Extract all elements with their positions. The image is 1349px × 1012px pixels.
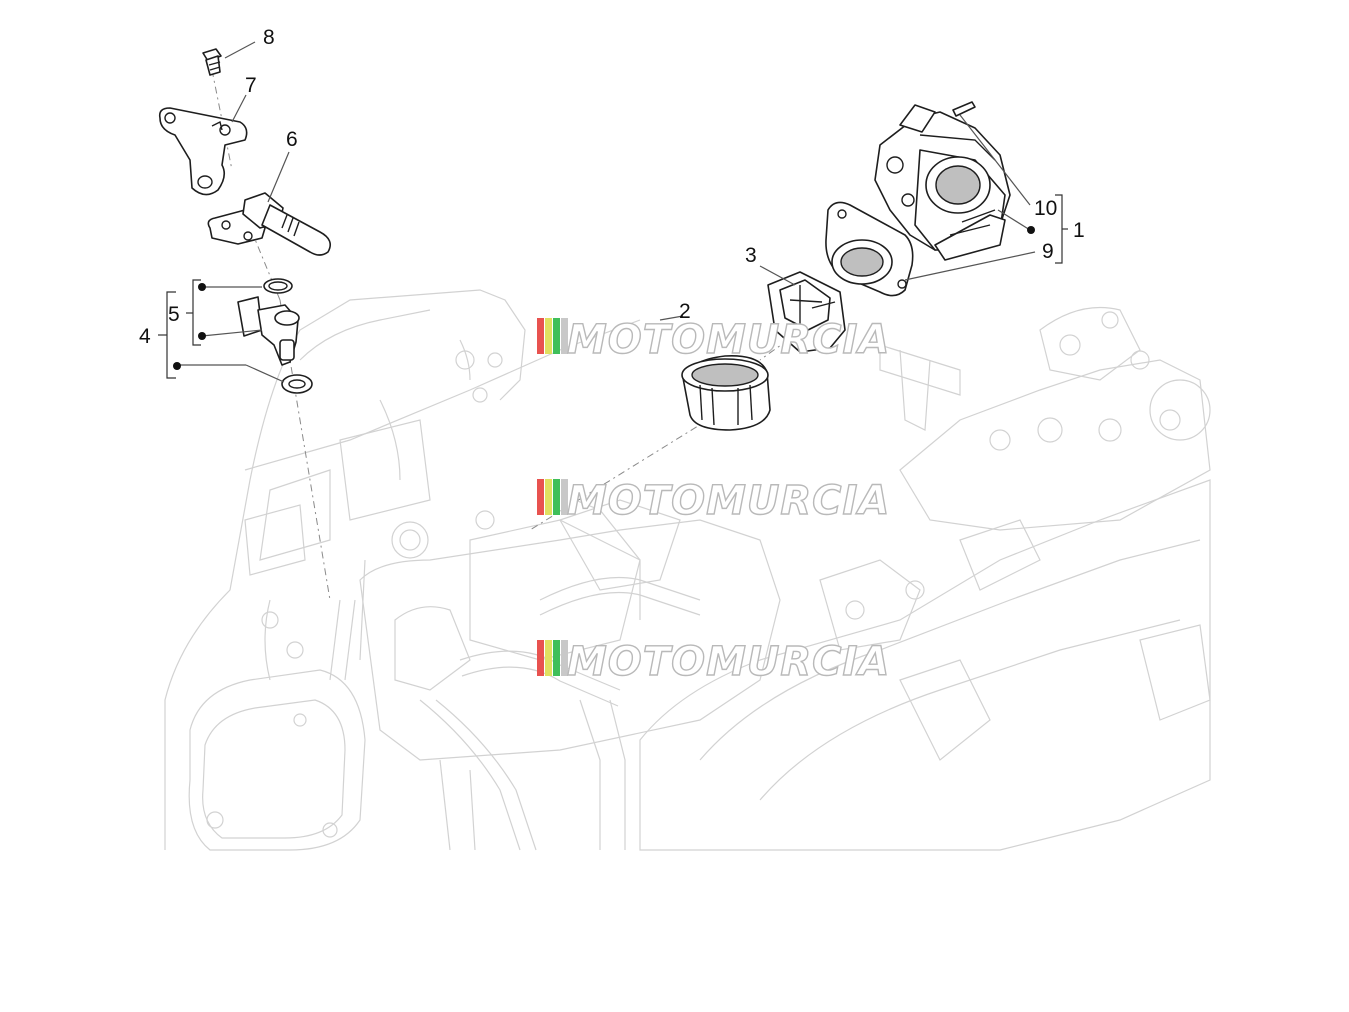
watermark-stripe-gray [561,318,568,354]
part-9-flange [825,201,914,297]
callout-6: 6 [286,128,298,151]
watermark-stripe-yellow [545,640,552,676]
watermark-2: MOTOMURCIA [537,477,890,525]
callout-7: 7 [245,74,257,97]
callout-9: 9 [1042,240,1054,263]
watermark-stripe-yellow [545,318,552,354]
callout-10: 10 [1034,197,1057,220]
part-8-bolt [202,48,222,76]
callout-labels: 8 7 6 5 4 2 3 10 9 1 [139,26,1085,348]
watermark-stripe-gray [561,640,568,676]
watermark-stripe-gray [561,479,568,515]
callout-4: 4 [139,325,151,348]
watermark-stripe-green [553,640,560,676]
callout-5: 5 [168,303,180,326]
engine-background-drawing [164,289,1211,851]
part-1-throttle-body [874,101,1011,261]
part-3-clamp [767,271,846,353]
watermark-stripe-yellow [545,479,552,515]
watermark-stripe-red [537,318,544,354]
leader-lines [177,41,1036,383]
part-6-sensor [207,192,331,256]
part-2-filter [681,355,771,431]
group-dots [173,226,1035,370]
watermark-stripe-red [537,640,544,676]
watermark-stripe-green [553,318,560,354]
callout-8: 8 [263,26,275,49]
callout-2: 2 [679,300,691,323]
watermark-text: MOTOMURCIA [567,639,890,685]
callout-1: 1 [1073,219,1085,242]
watermark-text: MOTOMURCIA [567,478,890,524]
callout-3: 3 [745,244,757,267]
watermark-3: MOTOMURCIA [537,638,890,686]
part-4-5-injector-seals [237,278,313,394]
part-7-bracket [158,107,248,196]
watermark-text: MOTOMURCIA [567,317,890,363]
watermark-stripe-green [553,479,560,515]
watermark-1: MOTOMURCIA [537,316,890,364]
group-brackets [158,194,1068,379]
watermark-stripe-red [537,479,544,515]
